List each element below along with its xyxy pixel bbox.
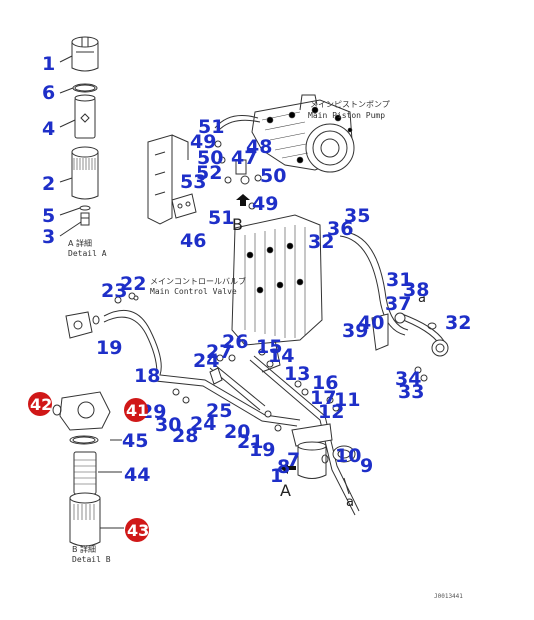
callout: 32 <box>445 312 471 334</box>
badge-41: 41 <box>124 398 148 422</box>
badge-circle <box>28 392 52 416</box>
callout: 19 <box>249 439 275 461</box>
callout: 20 <box>224 421 250 443</box>
callout: 23 <box>101 280 127 302</box>
callout: 26 <box>222 331 248 353</box>
pump-label-jp: メインピストンポンプ <box>310 100 390 109</box>
ref-label-b: B <box>232 215 243 234</box>
callout: 47 <box>231 147 257 169</box>
callout: 4 <box>42 118 55 140</box>
callout: 19 <box>96 337 122 359</box>
detail-b-jp: B 詳細 <box>72 544 96 554</box>
valve-label-jp: メインコントロールバルブ <box>150 276 246 286</box>
callout: 30 <box>155 414 181 436</box>
callout: 24 <box>193 350 219 372</box>
main-piston-pump-drawing <box>251 94 355 173</box>
pipes-drawing <box>103 309 360 516</box>
callout: 9 <box>360 455 373 477</box>
main-control-valve-drawing <box>231 214 323 373</box>
right-hose-drawing <box>339 231 449 357</box>
callout: 48 <box>246 136 272 158</box>
callouts: 1 6 4 2 5 3 51 49 50 47 48 52 53 50 49 5… <box>42 53 471 487</box>
pump-hose <box>214 115 259 129</box>
badge-42: 42 <box>28 392 52 416</box>
callout: 50 <box>197 147 223 169</box>
callout: 1 <box>270 465 283 487</box>
callout: 51 <box>198 116 224 138</box>
callout: 28 <box>172 425 198 447</box>
callout: 2 <box>42 173 55 195</box>
badge-label: 41 <box>126 401 148 420</box>
callout: 3 <box>42 226 55 248</box>
detail-a-jp: A 詳細 <box>68 238 92 248</box>
detail-a-drawing <box>59 36 99 237</box>
callout: 37 <box>385 293 411 315</box>
drawing-number: J0013441 <box>434 593 463 600</box>
callout: 7 <box>287 449 300 471</box>
callout: 12 <box>318 401 344 423</box>
valve-label-en: Main Control Valve <box>150 287 237 296</box>
callout: 52 <box>196 162 222 184</box>
callout: 49 <box>190 131 216 153</box>
callout: 50 <box>260 165 286 187</box>
bracket-drawing <box>147 134 197 225</box>
badge-label: 42 <box>30 395 52 414</box>
badge-circle <box>125 518 149 542</box>
callout: 35 <box>344 205 370 227</box>
callout: 17 <box>310 387 336 409</box>
pump-label-en: Main Piston Pump <box>308 111 385 120</box>
callout: 10 <box>335 445 361 467</box>
callout: 16 <box>312 372 338 394</box>
callout: 51 <box>208 207 234 229</box>
callout: 32 <box>308 231 334 253</box>
detail-b-en: Detail B <box>72 555 111 564</box>
callout: 14 <box>268 345 294 367</box>
callout: 11 <box>334 389 360 411</box>
callout: 53 <box>180 171 206 193</box>
callout: 34 <box>395 368 421 390</box>
badge-label: 43 <box>127 521 149 540</box>
ref-label-a-lower-right: a <box>418 291 426 306</box>
callout: 40 <box>358 312 384 334</box>
badge-43: 43 <box>125 518 149 542</box>
arrow-a-icon <box>280 462 296 474</box>
callout: 22 <box>120 273 146 295</box>
badge-circle <box>124 398 148 422</box>
callout: 49 <box>252 193 278 215</box>
callout: 31 <box>386 269 412 291</box>
callout: 6 <box>42 82 55 104</box>
callout: 21 <box>237 431 263 453</box>
callout: 1 <box>42 53 55 75</box>
callout: 13 <box>284 363 310 385</box>
line-filter-drawing <box>291 423 356 479</box>
callout: 5 <box>42 205 55 227</box>
callout: 18 <box>134 365 160 387</box>
callout: 44 <box>124 464 150 486</box>
hardware-drawing <box>114 140 428 432</box>
ref-label-a: A <box>280 481 291 500</box>
detail-a-en: Detail A <box>68 249 107 258</box>
ref-label-a-lower-bottom: a <box>346 495 354 510</box>
fitting-19-drawing <box>65 311 100 339</box>
callout: 38 <box>403 279 429 301</box>
callout: 33 <box>398 381 424 403</box>
callout: 8 <box>277 456 290 478</box>
callout: 15 <box>256 336 282 358</box>
callout: 27 <box>206 341 232 363</box>
callout: 39 <box>342 320 368 342</box>
callout: 24 <box>190 413 216 435</box>
callout: 25 <box>206 400 232 422</box>
callout: 46 <box>180 230 206 252</box>
callout: 36 <box>327 218 353 240</box>
detail-b-drawing <box>52 391 124 547</box>
callout: 45 <box>122 430 148 452</box>
arrow-b-icon <box>236 194 250 206</box>
